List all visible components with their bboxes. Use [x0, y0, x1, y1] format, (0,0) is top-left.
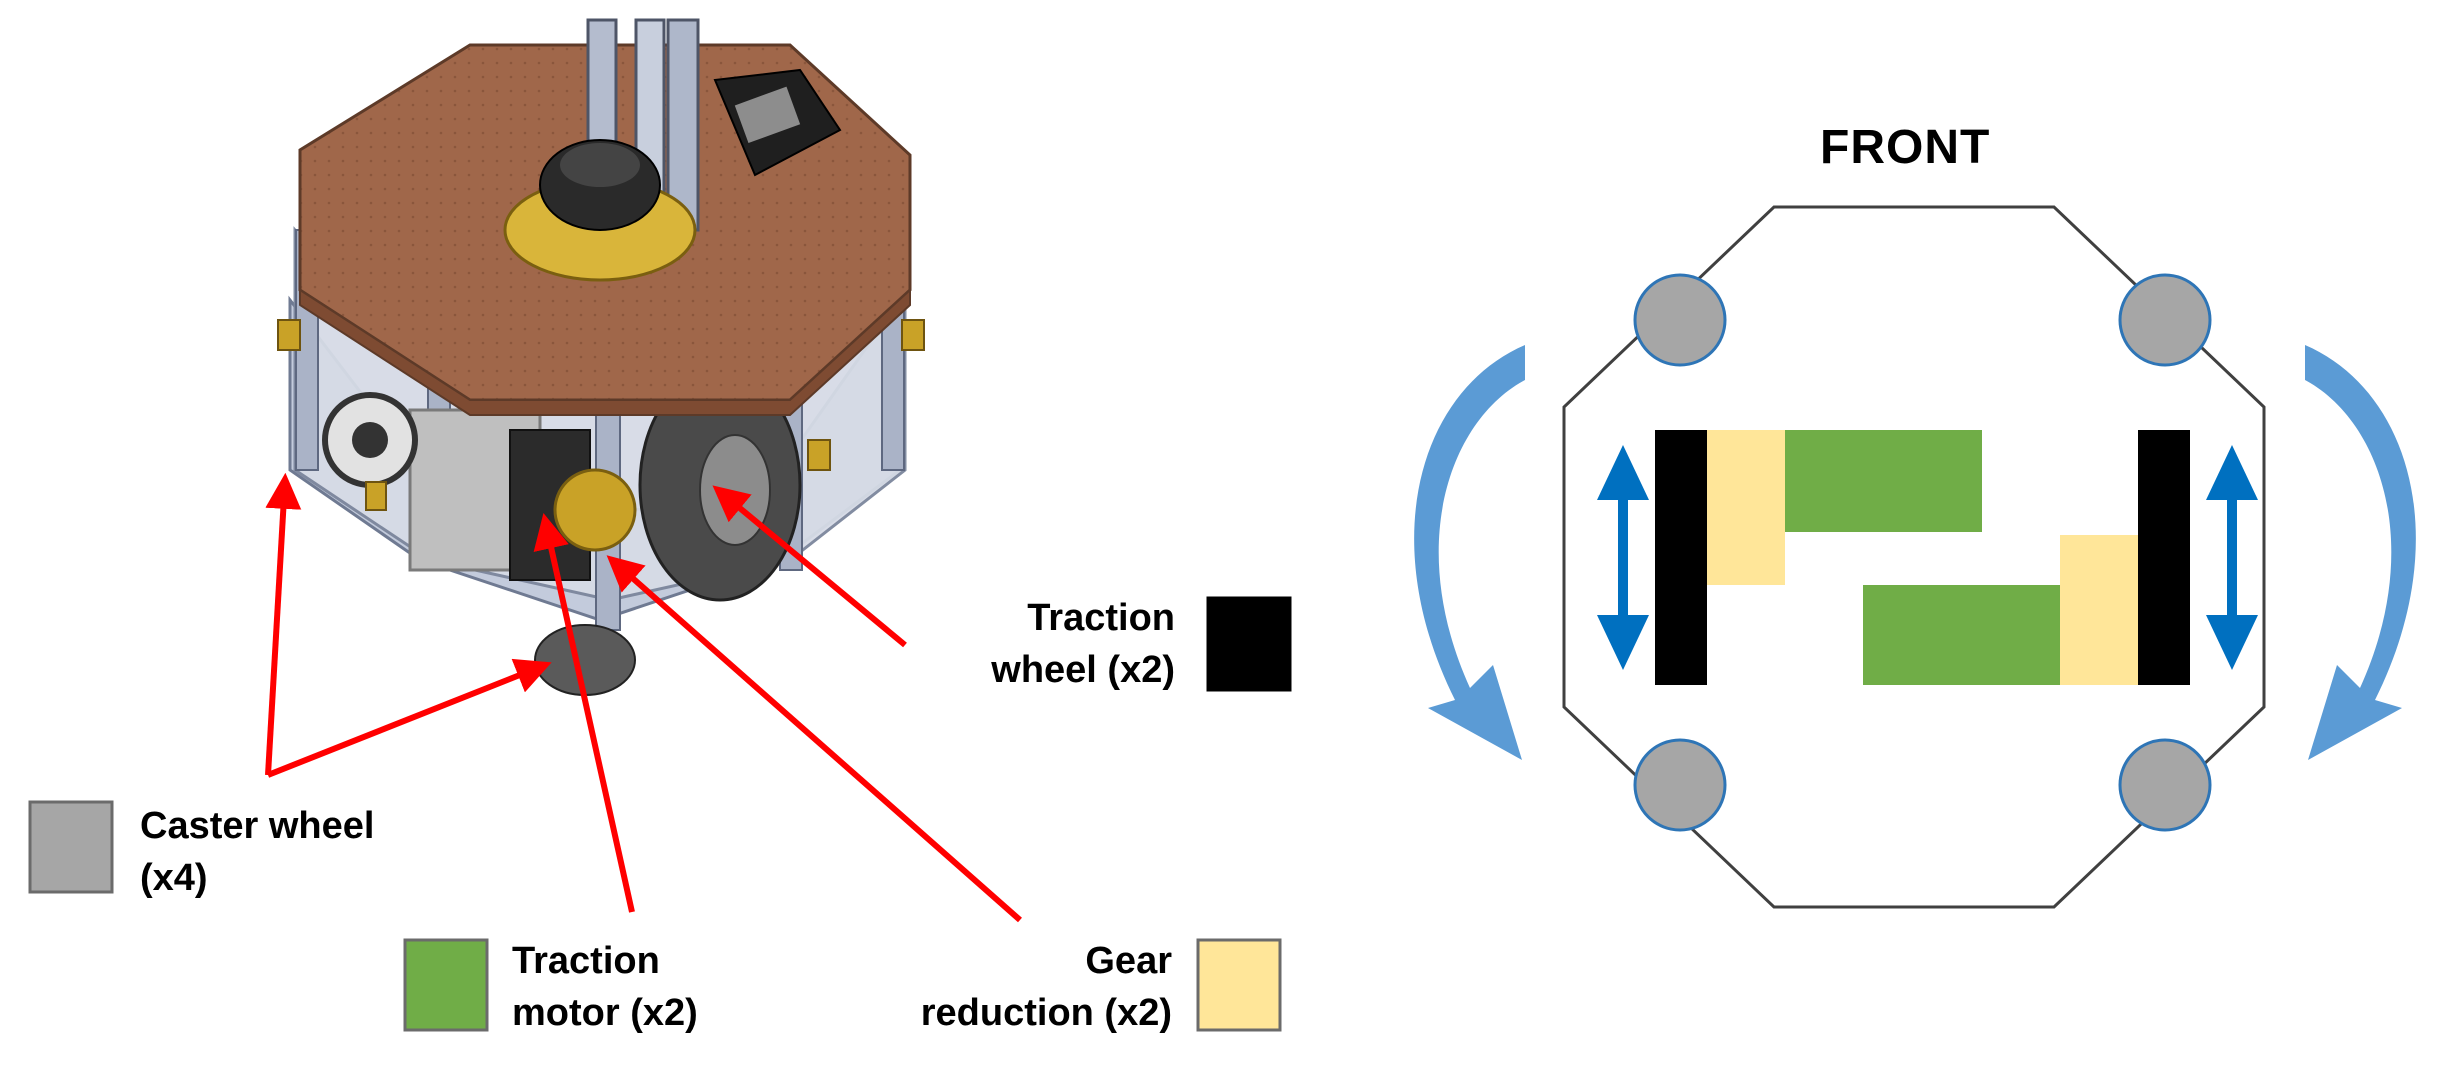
traction-motor-label-line1: Traction	[512, 940, 660, 982]
gear-reduction-label: Gear reduction (x2)	[921, 935, 1172, 1039]
traction-wheel-label-line1: Traction	[1027, 597, 1175, 639]
gear-reduction-label-line2: reduction (x2)	[920, 992, 1172, 1034]
traction-motor-right	[1863, 585, 2060, 685]
traction-motor-label: Traction motor (x2)	[512, 935, 698, 1039]
caster-callout-2	[266, 658, 552, 778]
rotation-arrow-left	[1414, 345, 1525, 760]
gear-callout	[606, 555, 1022, 923]
caster-rear-left	[1633, 738, 1727, 832]
drive-arrow-right	[2206, 445, 2258, 670]
caster-render-left-hub	[352, 422, 388, 458]
traction-wheel-swatch	[1206, 596, 1292, 692]
drive-arrow-left	[1597, 445, 1649, 670]
caster-front-right	[2118, 273, 2212, 367]
lidar-top	[560, 143, 640, 187]
gear-reduction-left	[1707, 430, 1785, 585]
schematic-top-view	[1414, 205, 2416, 909]
caster-wheel-label: Caster wheel (x4)	[140, 800, 374, 904]
traction-motor-left	[1785, 430, 1982, 532]
traction-wheel-right	[2138, 430, 2190, 685]
gear-reduction-label-line1: Gear	[1085, 940, 1172, 982]
rotation-arrow-right	[2305, 345, 2416, 760]
traction-wheel-label-line2: wheel (x2)	[991, 649, 1175, 691]
callout-arrows	[265, 472, 1022, 923]
caster-front-left	[1633, 273, 1727, 367]
caster-swatch	[28, 800, 114, 894]
traction-wheel-left	[1655, 430, 1707, 685]
front-label: FRONT	[1820, 121, 1991, 174]
gear-reduction-right	[2060, 535, 2138, 685]
wheel-callout	[712, 485, 907, 648]
traction-wheel-label: Traction wheel (x2)	[991, 592, 1175, 696]
caster-wheels-schematic	[1633, 273, 2212, 832]
caster-wheel-label-line2: (x4)	[140, 857, 208, 899]
rotation-arrows	[1414, 345, 2416, 760]
gear-render	[553, 468, 637, 552]
traction-motor-label-line2: motor (x2)	[512, 992, 698, 1034]
drive-arrows	[1597, 445, 2258, 670]
caster-render-front	[534, 624, 636, 696]
caster-wheel-label-line1: Caster wheel	[140, 805, 375, 847]
brass-fittings	[277, 319, 925, 511]
wheel-hub	[699, 434, 771, 546]
motor-callout	[533, 512, 635, 913]
controller-module	[734, 86, 801, 144]
robot-render	[265, 18, 1022, 923]
gear-reduction-swatch	[1196, 938, 1282, 1032]
caster-callout-1	[265, 472, 302, 776]
deck-edge	[299, 287, 911, 416]
traction-motor-swatch	[403, 938, 489, 1032]
caster-rear-right	[2118, 738, 2212, 832]
chassis-octagon	[1562, 205, 2266, 909]
